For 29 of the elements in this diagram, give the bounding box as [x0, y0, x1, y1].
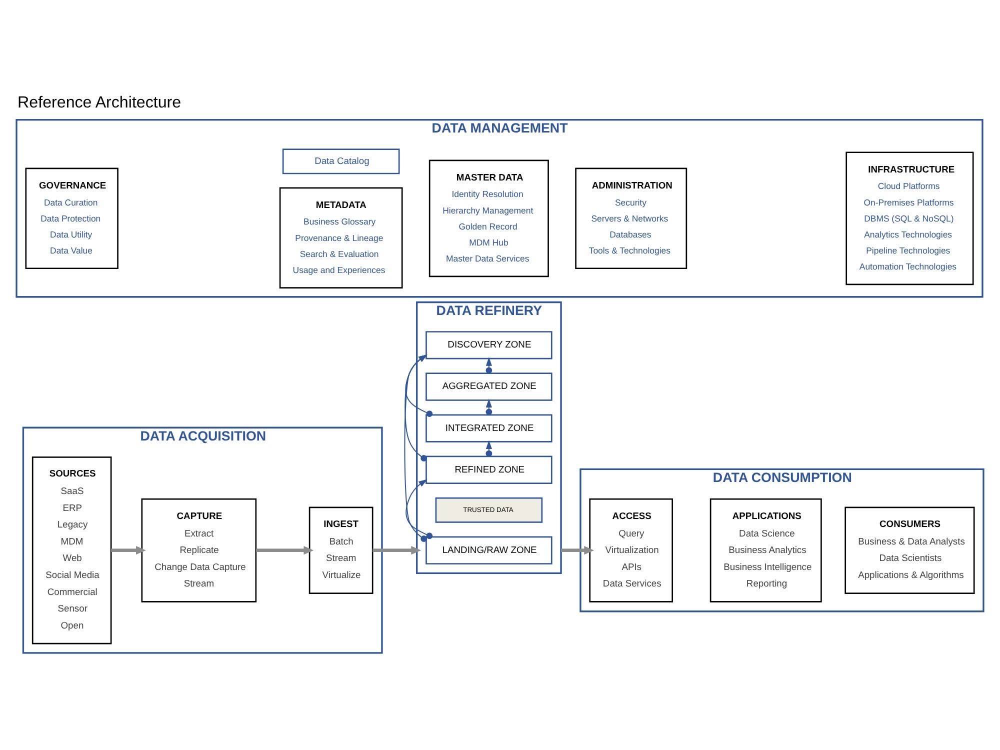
arrow [405, 354, 433, 417]
arrow [111, 546, 146, 555]
node-box: LANDING/RAW ZONE [426, 536, 552, 564]
node-box: ACCESS Query Virtualization APIs Data Services [589, 498, 673, 602]
node-box: MASTER DATA Identity Resolution Hierarchy Management Golden Record MDM Hub Master Data Services [428, 160, 549, 278]
node-box: GOVERNANCE Data Curation Data Protection Data Utility Data Value [25, 168, 118, 270]
arrow [406, 479, 433, 540]
node-box: APPLICATIONS Data Science Business Analytics Business Intelligence Reporting [710, 498, 822, 602]
arrow [561, 546, 594, 555]
arrow [486, 398, 492, 416]
node-box: Data Catalog [282, 148, 400, 174]
node-box: AGGREGATED ZONE [426, 372, 552, 401]
node-box: CONSUMERS Business & Data Analysts Data Scientists Applications & Algorithms [844, 506, 975, 594]
node-box: SOURCES SaaS ERP Legacy MDM Web Social Media Commercial Sensor Open [32, 456, 112, 644]
arrow [404, 354, 428, 462]
node-box: INGEST Batch Stream Virtualize [308, 506, 374, 594]
arrow [486, 440, 492, 457]
node-box: INTEGRATED ZONE [426, 414, 552, 442]
node-box: CAPTURE Extract Replicate Change Data Capture Stream [141, 498, 257, 602]
node-box: DISCOVERY ZONE [426, 331, 552, 360]
node-box: METADATA Business Glossary Provenance & Lineage Search & Evaluation Usage and Experiences [279, 187, 403, 288]
arrow [404, 354, 428, 542]
node-box: ADMINISTRATION Security Servers & Networks Databases Tools & Technologies [575, 168, 688, 270]
node-box: INFRASTRUCTURE Cloud Platforms On-Premises Platforms DBMS (SQL & NoSQL) Analytics Technologies Pipeline Technologies Automation Technologies [846, 152, 974, 286]
arrow [372, 546, 422, 555]
diagram-title: Reference Architecture [18, 93, 182, 112]
node-box: REFINED ZONE [426, 456, 552, 484]
arrow [256, 546, 314, 555]
arrow [486, 357, 492, 374]
